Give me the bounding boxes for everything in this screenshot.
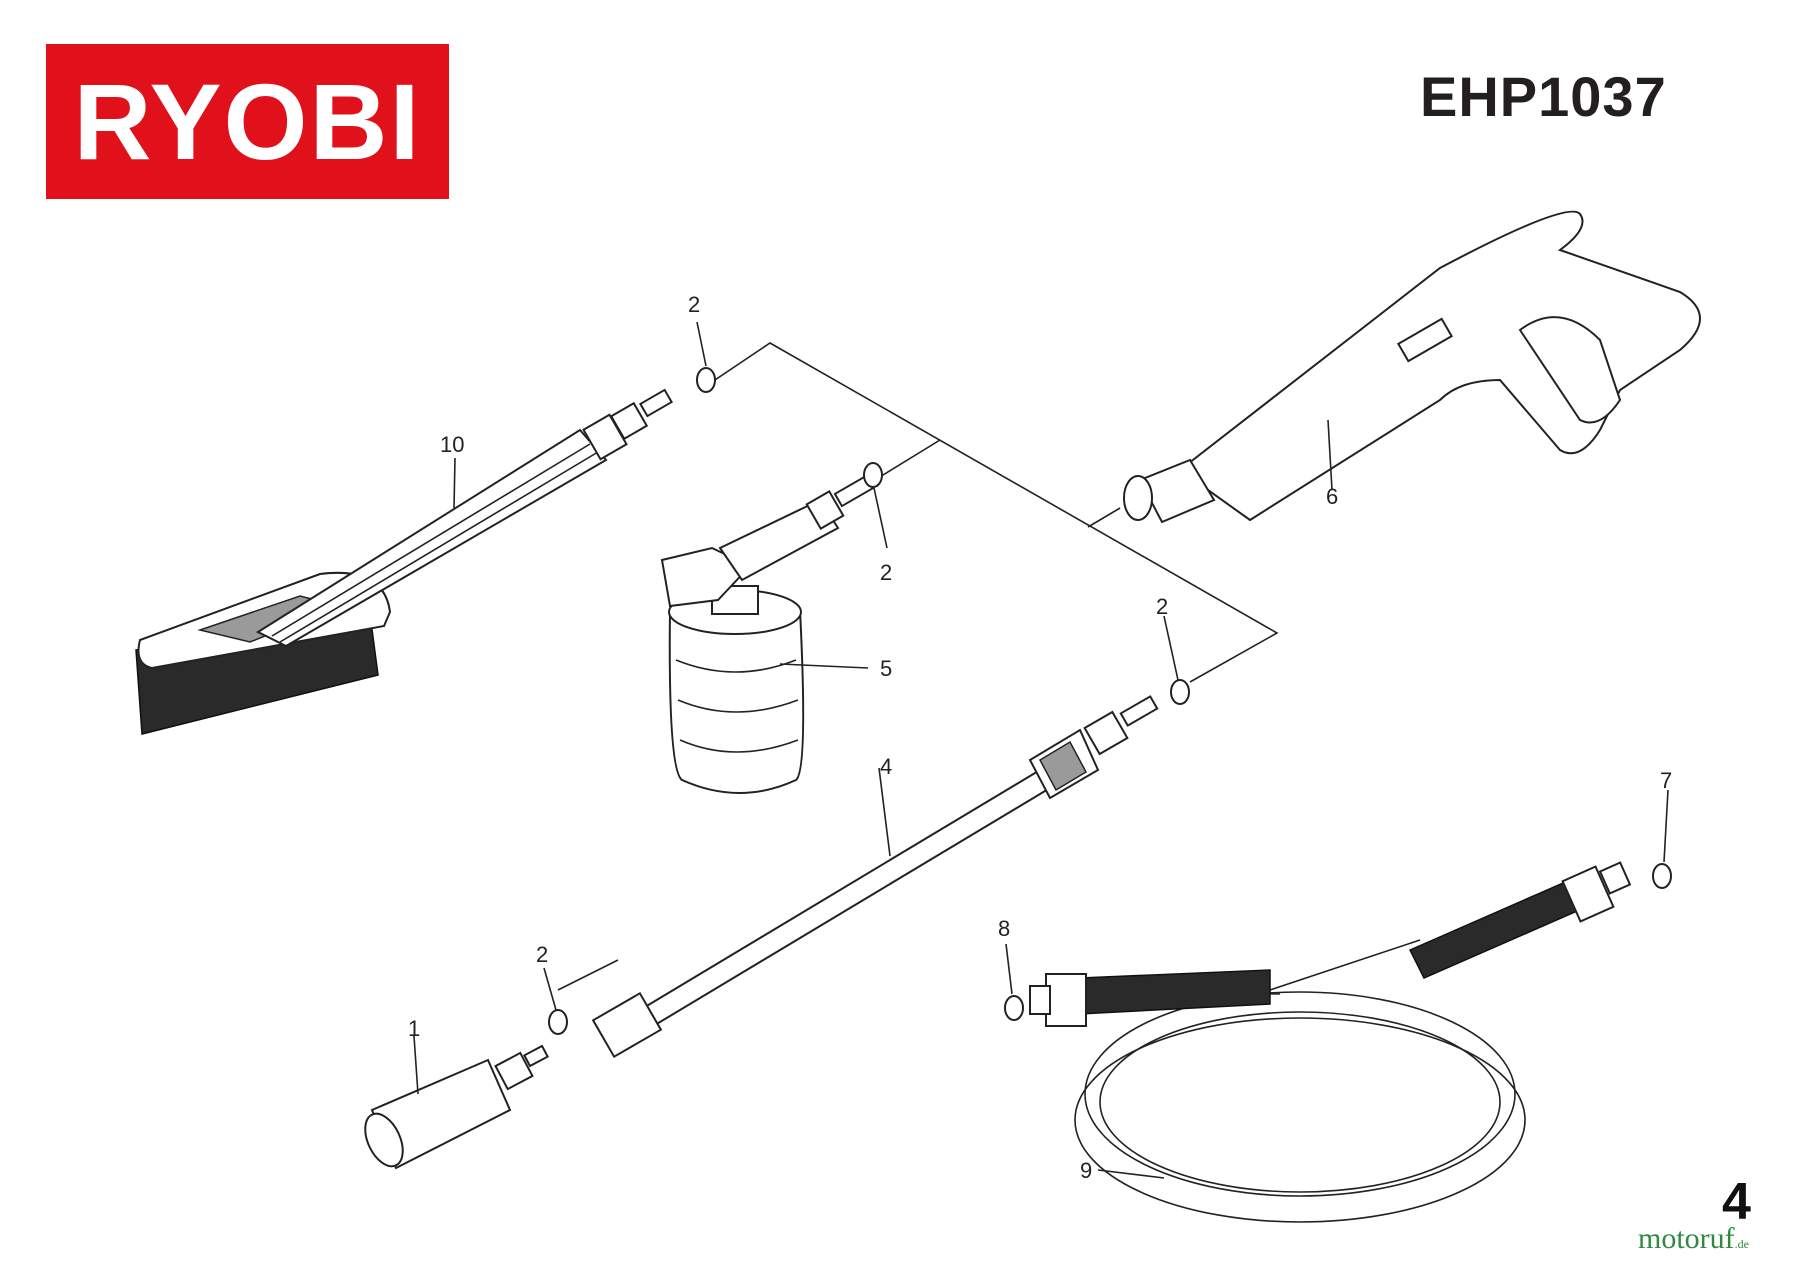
callout-6: 6 bbox=[1326, 484, 1338, 509]
spray-gun-icon bbox=[1123, 210, 1701, 524]
callout-2: 2 bbox=[880, 560, 892, 585]
callout-10: 10 bbox=[440, 432, 464, 457]
callout-4: 4 bbox=[880, 754, 892, 779]
nozzle-icon bbox=[364, 1044, 549, 1170]
page-number: 4 bbox=[1722, 1173, 1751, 1231]
watermark-name: motoruf bbox=[1638, 1222, 1735, 1255]
assembly-lines bbox=[557, 342, 1279, 991]
callout-9: 9 bbox=[1080, 1158, 1092, 1183]
callout-2: 2 bbox=[536, 942, 548, 967]
callout-2: 2 bbox=[688, 292, 700, 317]
callout-1: 1 bbox=[408, 1016, 420, 1041]
callout-5: 5 bbox=[880, 656, 892, 681]
o-ring-icon bbox=[548, 367, 1672, 1035]
foam-bottle-icon bbox=[660, 474, 875, 794]
hose-icon bbox=[1029, 861, 1632, 1223]
extension-lance-icon bbox=[591, 695, 1159, 1059]
callout-8: 8 bbox=[998, 916, 1010, 941]
brand-logo-text: RYOBI bbox=[73, 60, 422, 182]
brush-icon bbox=[135, 388, 673, 735]
leader-lines bbox=[413, 321, 1669, 1179]
callout-7: 7 bbox=[1660, 768, 1672, 793]
watermark-tld: .de bbox=[1734, 1237, 1749, 1251]
callout-labels: 2 10 2 5 4 6 2 7 8 2 1 9 bbox=[408, 292, 1672, 1183]
callout-2: 2 bbox=[1156, 594, 1168, 619]
watermark: motoruf.de bbox=[1638, 1222, 1749, 1256]
brand-logo: RYOBI bbox=[46, 44, 449, 199]
model-number: EHP1037 bbox=[1420, 65, 1667, 128]
